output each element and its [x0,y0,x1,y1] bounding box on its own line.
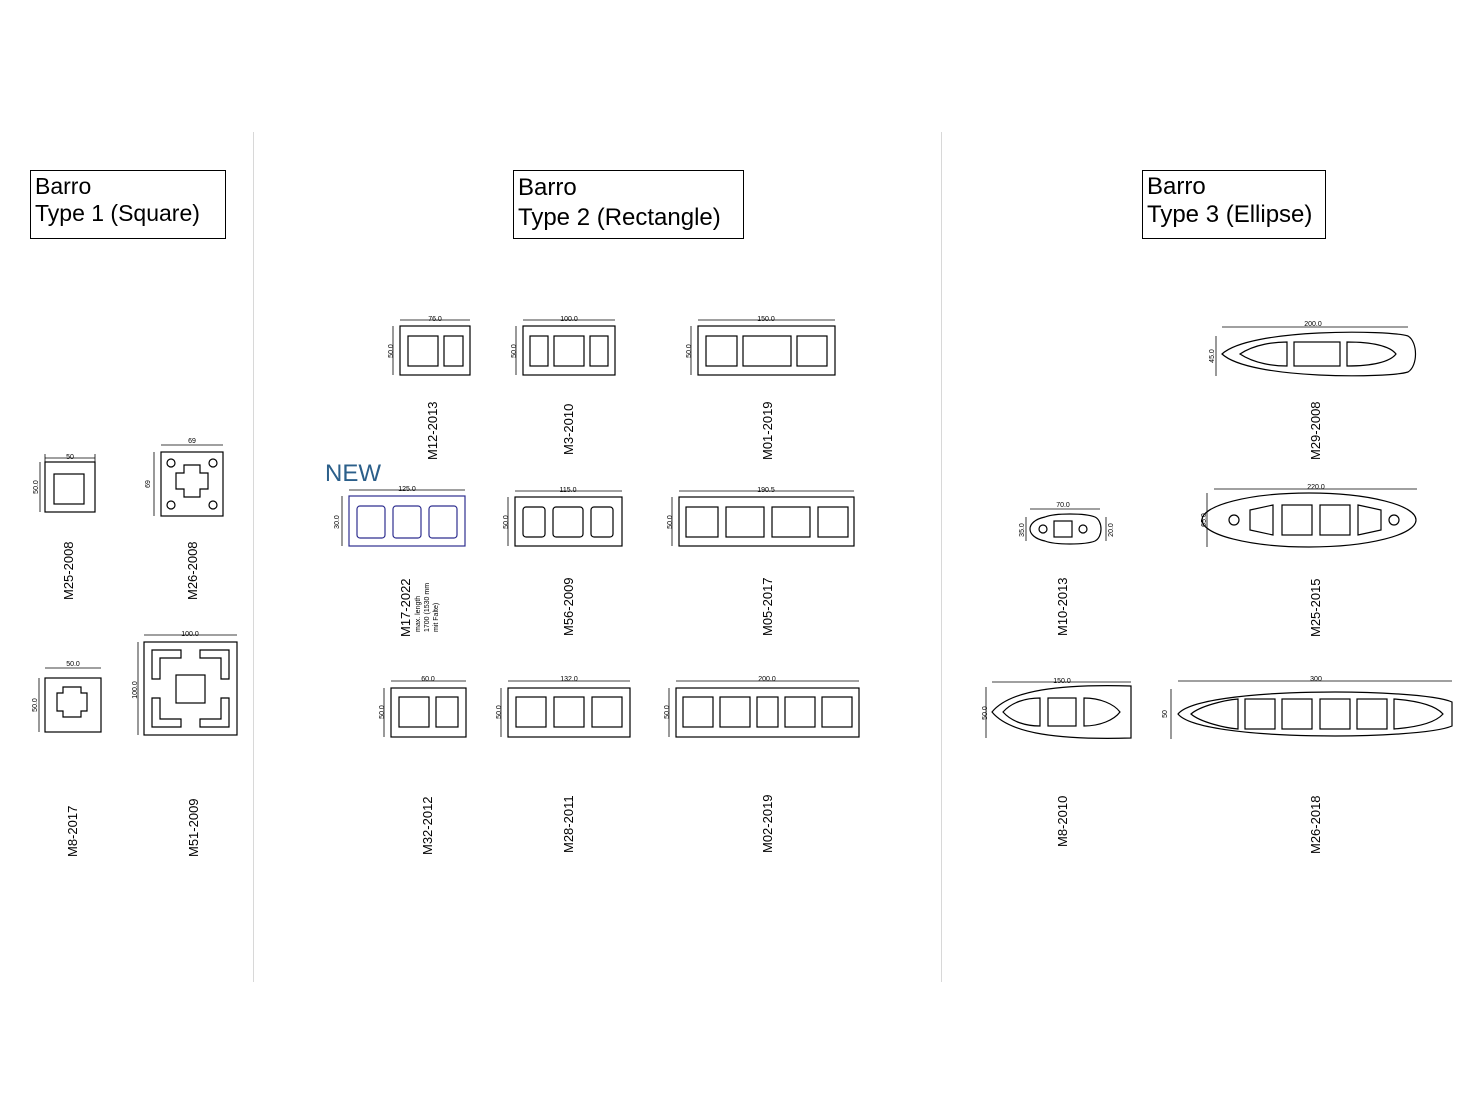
m51-2009-height-dim: 100.0 [132,681,139,699]
profile-m56-2009: 115.0 50.0 M56-2009 [503,487,623,636]
m8-2017-label: M8-2017 [65,806,80,857]
profile-m12-2013: 76.0 50.0 M12-2013 [388,316,471,460]
m26-2018-width-dim: 300 [1310,676,1322,683]
m02-2019-label: M02-2019 [760,794,775,853]
m3-2010-width-dim: 100.0 [560,316,578,323]
m17-2022-note-line2: 1700 (1530 mm [424,583,431,632]
section-title-type2-line1: Barro [518,174,577,201]
m51-2009-width-dim: 100.0 [181,631,199,638]
m3-2010-height-dim: 50.0 [511,344,518,358]
m28-2011-width-dim: 132.0 [560,676,578,683]
m32-2012-label: M32-2012 [420,796,435,855]
new-label: NEW [325,460,381,487]
m32-2012-width-dim: 60.0 [421,676,435,683]
m56-2009-width-dim: 115.0 [560,487,577,494]
profile-m01-2019: 150.0 50.0 M01-2019 [686,316,836,460]
m26-2018-label: M26-2018 [1308,795,1323,854]
profile-m17-2022: 125.0 30.0 M17-2022 max. length 1700 (15… [334,486,466,637]
m8-2017-width-dim: 50.0 [66,661,80,668]
m12-2013-label: M12-2013 [425,401,440,460]
m8-2010-width-dim: 150.0 [1053,678,1071,685]
m56-2009-label: M56-2009 [561,577,576,636]
m05-2017-width-dim: 190.5 [757,487,775,494]
m29-2008-label: M29-2008 [1308,401,1323,460]
section-divider-2 [941,132,942,982]
m01-2019-label: M01-2019 [760,401,775,460]
m12-2013-width-dim: 76.0 [428,316,442,323]
m01-2019-width-dim: 150.0 [757,316,775,323]
m29-2008-width-dim: 200.0 [1304,321,1322,328]
m8-2010-label: M8-2010 [1055,796,1070,847]
m26-2008-width-dim: 69 [188,438,196,445]
m10-2013-inner-dim: 20.0 [1108,523,1115,537]
m8-2010-height-dim: 50.0 [982,706,989,720]
section-title-type1: Barro Type 1 (Square) [30,170,226,239]
profile-m05-2017: 190.5 50.0 M05-2017 [667,487,855,636]
m17-2022-note-line1: max. length [415,596,422,632]
m05-2017-label: M05-2017 [760,577,775,636]
m25-2015-width-dim: 220.0 [1307,484,1325,491]
m28-2011-label: M28-2011 [561,795,576,853]
m3-2010-label: M3-2010 [561,404,576,455]
profile-m10-2013: 70.0 35.0 20.0 M10-2013 [1019,502,1115,636]
m25-2008-width-dim: 50 [66,454,74,461]
profile-m02-2019: 200.0 50.0 M02-2019 [664,676,860,853]
m12-2013-height-dim: 50.0 [388,344,395,358]
m28-2011-height-dim: 50.0 [496,705,503,719]
profile-m8-2017: 50.0 50.0 M8-2017 [32,661,102,857]
m8-2017-height-dim: 50.0 [32,698,39,712]
m17-2022-width-dim: 125.0 [398,486,416,493]
m02-2019-height-dim: 50.0 [664,705,671,719]
m10-2013-label: M10-2013 [1055,577,1070,636]
m25-2008-label: M25-2008 [61,541,76,600]
section-title-type1-line2: Type 1 (Square) [35,200,200,226]
profile-m8-2010: 150.0 50.0 M8-2010 [982,678,1132,847]
m10-2013-width-dim: 70.0 [1056,502,1070,509]
m56-2009-height-dim: 50.0 [503,515,510,529]
m10-2013-height-dim: 35.0 [1019,523,1026,537]
section-title-type3-line1: Barro [1147,173,1206,200]
m29-2008-height-dim: 45.0 [1209,349,1216,363]
m05-2017-height-dim: 50.0 [667,515,674,529]
m26-2008-label: M26-2008 [185,541,200,600]
profile-m25-2008: 50 50.0 M25-2008 [33,454,96,600]
profile-m3-2010: 100.0 50.0 M3-2010 [511,316,616,455]
section-title-type3: Barro Type 3 (Ellipse) [1142,170,1326,239]
m17-2022-note-line3: mit Falte) [433,603,440,632]
section-title-type2-line2: Type 2 (Rectangle) [518,204,721,231]
profile-m26-2018: 300 50 M26-2018 [1162,676,1453,854]
profile-m32-2012: 60.0 50.0 M32-2012 [379,676,467,855]
profile-m28-2011: 132.0 50.0 M28-2011 [496,676,631,853]
section-divider-1 [253,132,254,982]
profile-m26-2008: 69 69 M26-2008 [145,438,224,600]
m25-2008-height-dim: 50.0 [33,480,40,494]
section-title-type3-line2: Type 3 (Ellipse) [1147,201,1313,228]
m26-2008-height-dim: 69 [145,480,152,488]
m17-2022-label: M17-2022 [398,578,413,637]
m02-2019-width-dim: 200.0 [758,676,776,683]
section-title-type2: Barro Type 2 (Rectangle) [513,170,744,239]
m17-2022-height-dim: 30.0 [334,515,341,529]
m26-2018-height-dim: 50 [1162,710,1169,718]
m25-2015-height-dim: 65.0 [1201,513,1208,527]
section-title-type1-line1: Barro [35,173,92,199]
m25-2015-label: M25-2015 [1308,578,1323,637]
m51-2009-label: M51-2009 [186,798,201,857]
m01-2019-height-dim: 50.0 [686,344,693,358]
profile-m25-2015: 220.0 65.0 M25-2015 [1201,484,1417,637]
m32-2012-height-dim: 50.0 [379,705,386,719]
profile-m51-2009: 100.0 100.0 M51-2009 [132,631,238,857]
profile-m29-2008: 200.0 45.0 M29-2008 [1209,321,1417,460]
